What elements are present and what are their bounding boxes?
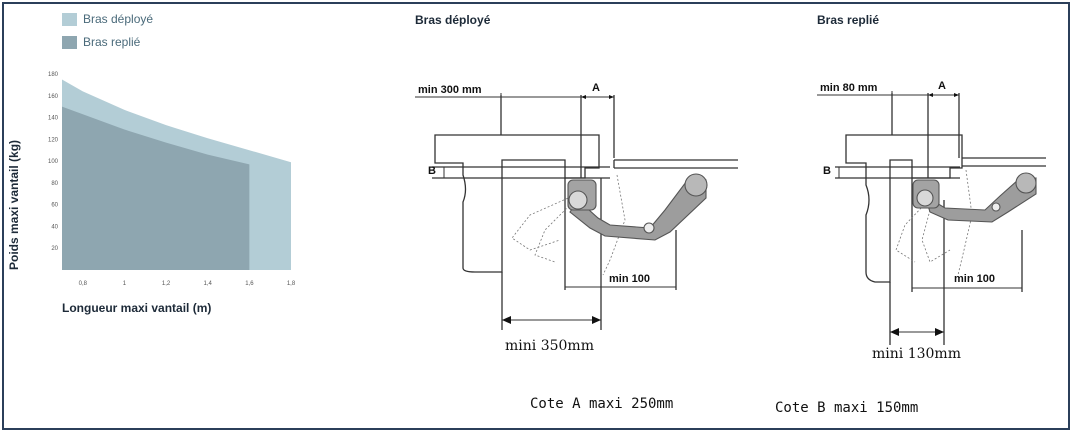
deployed-arrow-350-left — [502, 316, 511, 324]
deployed-ghost-arm-2 — [534, 199, 576, 263]
folded-arrow-130-left — [890, 328, 899, 336]
y-tick-label: 40 — [51, 224, 58, 230]
chart-x-ticks: 0,8 1 1,2 1,4 1,6 1,8 — [79, 281, 296, 287]
folded-ghost-arm-1 — [895, 204, 925, 263]
folded-min-100-label: min 100 — [954, 273, 995, 285]
folded-arrow-130-right — [935, 328, 944, 336]
x-tick-label: 0,8 — [79, 281, 88, 287]
diagram-folded-title: Bras replié — [817, 13, 880, 27]
folded-b-label: B — [823, 165, 831, 177]
deployed-ghost-arm-3 — [602, 174, 626, 276]
folded-arrow-a-left — [928, 93, 933, 97]
deployed-elbow — [643, 222, 655, 234]
legend-label-deployed: Bras déployé — [83, 12, 154, 26]
folded-ghost-arm-3 — [957, 169, 973, 276]
y-tick-label: 120 — [48, 137, 59, 143]
deployed-b-label: B — [428, 165, 436, 177]
deployed-arrow-a-left — [581, 95, 586, 99]
folded-pillar-outline — [845, 134, 963, 283]
y-tick-label: 140 — [48, 116, 59, 122]
deployed-ghost-arm-1 — [511, 194, 576, 251]
diagram-deployed-title: Bras déployé — [415, 13, 491, 27]
folded-a-label: A — [938, 80, 946, 92]
deployed-min-300-label: min 300 mm — [418, 84, 482, 96]
deployed-arrow-350-right — [592, 316, 601, 324]
deployed-arrow-a-right — [609, 95, 614, 99]
legend-label-folded: Bras replié — [83, 35, 141, 49]
deployed-pillar-outline — [434, 134, 600, 273]
folded-arrow-a-right — [954, 93, 959, 97]
x-tick-label: 1 — [123, 281, 127, 287]
legend-item-folded: Bras replié — [62, 35, 140, 49]
x-tick-label: 1,6 — [245, 281, 254, 287]
deployed-mini-350-label: mini 350mm — [505, 338, 594, 354]
area-series-1 — [62, 106, 250, 271]
chart-x-axis-title: Longueur maxi vantail (m) — [62, 301, 212, 315]
chart-areas — [62, 79, 291, 271]
folded-mini-130-label: mini 130mm — [872, 346, 961, 362]
folded-roller — [1015, 172, 1037, 194]
legend-swatch-deployed — [62, 12, 77, 26]
x-tick-label: 1,8 — [287, 281, 296, 287]
y-tick-label: 160 — [48, 94, 59, 100]
deployed-roller — [684, 173, 708, 197]
figure-frame — [2, 2, 1070, 430]
y-tick-label: 60 — [51, 203, 58, 209]
x-tick-label: 1,2 — [162, 281, 171, 287]
y-tick-label: 100 — [48, 159, 59, 165]
note-cote-a: Cote A maxi 250mm — [530, 396, 674, 412]
y-tick-label: 80 — [51, 181, 58, 187]
x-tick-label: 1,4 — [204, 281, 213, 287]
deployed-pivot — [568, 190, 588, 210]
note-cote-b: Cote B maxi 150mm — [775, 400, 919, 416]
chart-y-ticks: 20 40 60 80 100 120 140 160 180 — [48, 72, 59, 252]
folded-pivot — [916, 189, 934, 207]
legend-item-deployed: Bras déployé — [62, 12, 153, 26]
y-tick-label: 180 — [48, 72, 59, 78]
legend-swatch-folded — [62, 35, 77, 49]
deployed-min-100-label: min 100 — [609, 273, 650, 285]
deployed-a-label: A — [592, 82, 600, 94]
y-tick-label: 20 — [51, 246, 58, 252]
folded-min-80-label: min 80 mm — [820, 82, 878, 94]
folded-elbow — [991, 202, 1001, 212]
